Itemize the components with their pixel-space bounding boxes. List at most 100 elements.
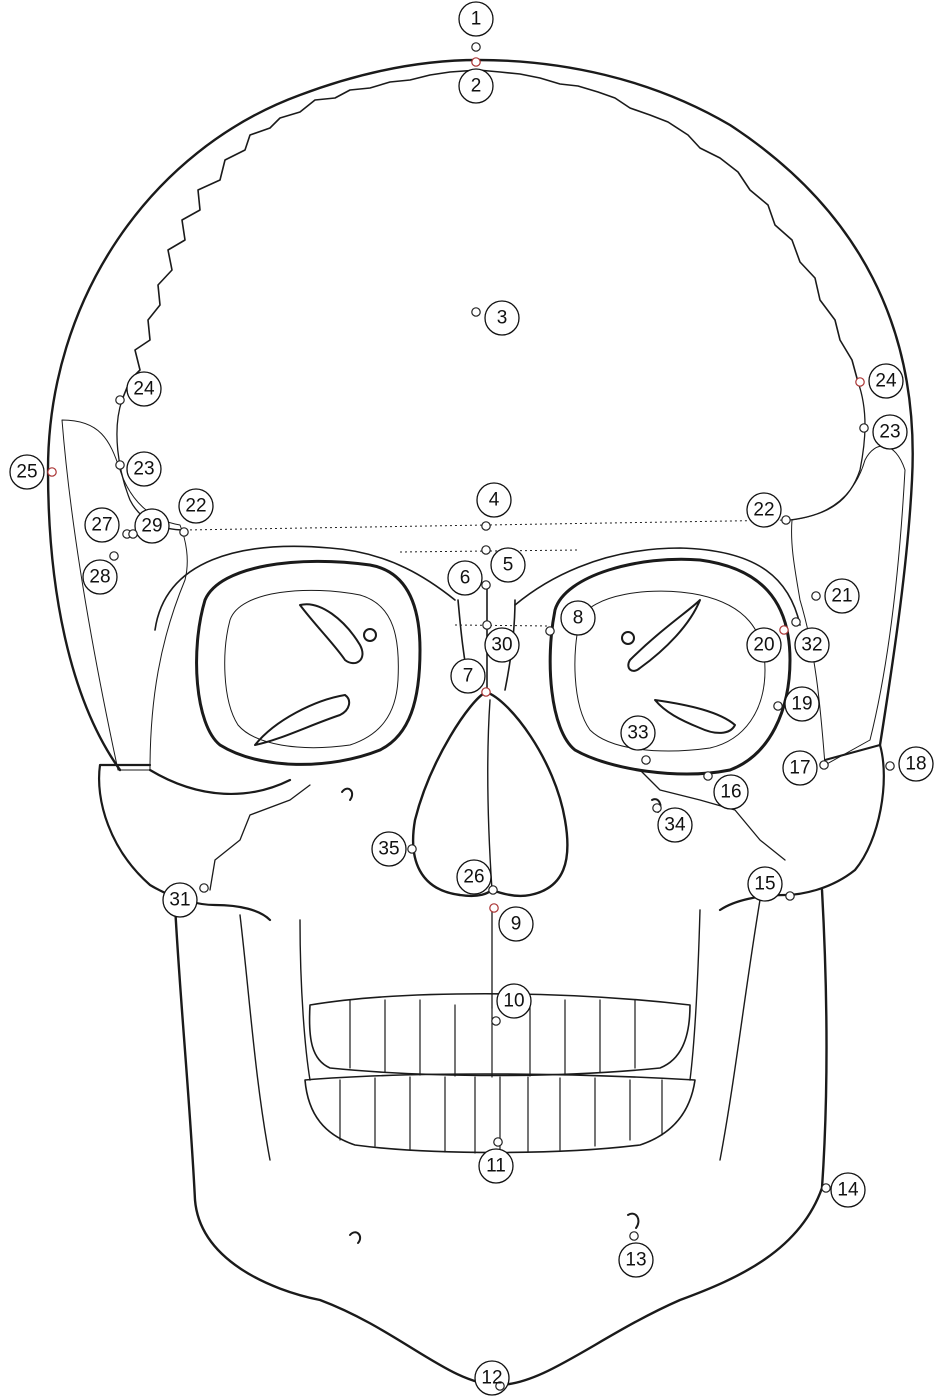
orbit-right-interior <box>575 591 765 751</box>
landmark-label: 26 <box>463 867 484 888</box>
zygomaxillary-suture <box>210 770 785 890</box>
landmark-lm34: 34 <box>653 804 692 842</box>
landmark-point <box>792 618 800 626</box>
landmark-lm7: 7 <box>451 659 490 696</box>
landmark-label: 21 <box>831 586 852 607</box>
landmark-point <box>472 58 480 66</box>
landmark-label: 28 <box>89 567 110 588</box>
landmark-point <box>483 621 491 629</box>
landmark-point <box>653 804 661 812</box>
mandible-outline <box>175 890 827 1385</box>
landmark-label: 7 <box>463 666 474 687</box>
landmark-label: 19 <box>791 694 812 715</box>
landmark-point <box>482 581 490 589</box>
landmark-lm21: 21 <box>812 579 859 613</box>
landmark-point <box>200 884 208 892</box>
landmark-label: 8 <box>573 608 584 629</box>
landmark-label: 1 <box>471 9 482 30</box>
landmark-label: 13 <box>625 1250 646 1271</box>
landmark-label: 9 <box>511 914 522 935</box>
landmark-lm23L: 23 <box>116 452 161 486</box>
landmark-point <box>116 461 124 469</box>
landmark-point <box>492 1017 500 1025</box>
landmark-point <box>129 530 137 538</box>
landmark-label: 17 <box>789 758 810 779</box>
landmark-lm3: 3 <box>472 301 519 335</box>
landmark-lm12: 12 <box>475 1361 509 1395</box>
mandible-ramus-right <box>690 900 760 1160</box>
orbit-left-interior <box>225 590 399 747</box>
optic-foramen-right <box>622 632 634 644</box>
landmark-lm5: 5 <box>482 546 525 582</box>
landmark-lm23R: 23 <box>860 415 907 449</box>
landmark-label: 24 <box>133 379 155 400</box>
landmark-lm2: 2 <box>459 58 493 103</box>
temporal-line-right <box>790 382 865 520</box>
landmark-label: 6 <box>460 568 471 589</box>
landmark-point <box>704 772 712 780</box>
landmark-point <box>482 522 490 530</box>
landmark-point <box>489 886 497 894</box>
landmark-lm35: 35 <box>372 832 416 866</box>
landmark-lm17: 17 <box>783 751 828 785</box>
landmark-lm4: 4 <box>477 483 511 530</box>
landmark-lm22L: 22 <box>179 489 213 536</box>
landmark-lm11: 11 <box>479 1138 513 1183</box>
landmark-point <box>116 396 124 404</box>
mandible-ramus-left <box>240 915 310 1160</box>
landmark-label: 11 <box>486 1156 506 1177</box>
landmark-label: 30 <box>491 635 512 656</box>
landmark-lm13: 13 <box>619 1232 653 1277</box>
landmark-lm31: 31 <box>163 883 208 917</box>
landmark-point <box>472 43 480 51</box>
landmark-point <box>786 892 794 900</box>
landmark-point <box>860 424 868 432</box>
landmark-lm9: 9 <box>490 904 533 941</box>
landmark-lm24L: 24 <box>116 372 161 406</box>
orbit-left-lower-fissure <box>255 695 349 745</box>
orbit-left-fissure <box>300 604 362 663</box>
landmark-label: 31 <box>169 890 190 911</box>
optic-foramen-left <box>364 629 376 641</box>
landmark-label: 33 <box>627 723 648 744</box>
landmark-label: 10 <box>503 991 524 1012</box>
landmark-label: 12 <box>481 1368 502 1389</box>
landmark-label: 20 <box>753 635 774 656</box>
landmark-point <box>472 308 480 316</box>
landmark-lm14: 14 <box>822 1173 865 1207</box>
landmark-lm20: 20 <box>747 626 788 662</box>
landmark-point <box>822 1184 830 1192</box>
landmark-label: 5 <box>503 555 514 576</box>
landmark-lm6: 6 <box>448 561 490 595</box>
landmark-label: 23 <box>133 459 154 480</box>
landmark-label: 4 <box>489 490 500 511</box>
landmark-lm10: 10 <box>492 984 531 1025</box>
upper-teeth-divisions <box>350 1000 635 1077</box>
landmark-label: 2 <box>471 76 482 97</box>
coronal-suture <box>122 70 858 400</box>
landmark-point <box>490 904 498 912</box>
infraorbital-foramen-left <box>342 789 352 800</box>
landmark-label: 22 <box>753 500 774 521</box>
landmark-label: 34 <box>664 815 686 836</box>
landmark-lm18: 18 <box>886 747 933 781</box>
landmark-point <box>856 378 864 386</box>
landmark-lm32: 32 <box>792 618 829 662</box>
landmark-lm22R: 22 <box>747 493 790 527</box>
landmark-lm28: 28 <box>83 552 118 594</box>
landmark-label: 14 <box>837 1180 859 1201</box>
landmark-label: 27 <box>91 515 112 536</box>
landmark-point <box>482 546 490 554</box>
landmark-lm27: 27 <box>85 508 131 542</box>
landmark-point <box>780 626 788 634</box>
landmark-label: 35 <box>378 839 399 860</box>
landmark-lm33: 33 <box>621 716 655 764</box>
landmark-point <box>630 1232 638 1240</box>
landmark-point <box>408 845 416 853</box>
landmark-point <box>180 528 188 536</box>
nasal-septum <box>488 700 492 890</box>
landmark-label: 16 <box>720 782 741 803</box>
landmark-point <box>48 468 56 476</box>
landmark-label: 22 <box>185 496 206 517</box>
